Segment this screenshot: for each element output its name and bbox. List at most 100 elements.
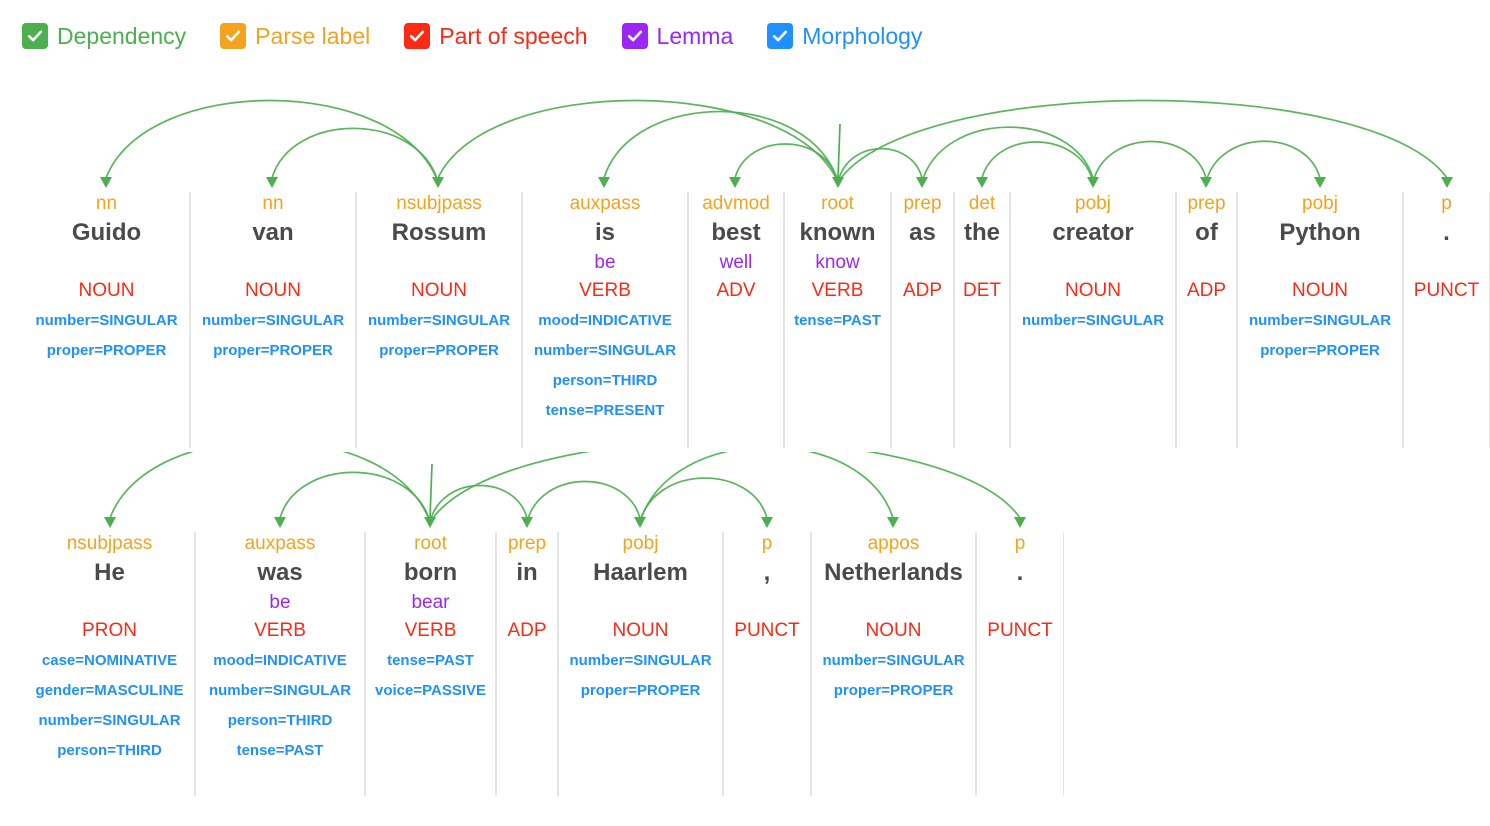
parse-label: prep [903, 193, 942, 214]
morphology-feature: gender=MASCULINE [35, 682, 184, 699]
part-of-speech: PUNCT [987, 620, 1053, 641]
parse-label: auxpass [244, 533, 316, 554]
token-lemma: bear [411, 592, 450, 613]
checkbox-checked-icon[interactable] [621, 23, 648, 49]
token-word: Guido [71, 219, 142, 246]
legend-item-lemma[interactable]: Lemma [621, 23, 733, 49]
part-of-speech: VERB [811, 280, 864, 301]
part-of-speech: NOUN [411, 280, 467, 301]
legend-item-dependency[interactable]: Dependency [22, 23, 186, 49]
token-word: Python [1279, 219, 1361, 246]
parse-label: root [821, 193, 854, 214]
token-column[interactable]: p. PUNCT [1403, 192, 1490, 448]
part-of-speech: ADV [716, 280, 756, 301]
morphology-feature: number=SINGULAR [533, 342, 677, 359]
part-of-speech: NOUN [245, 280, 301, 301]
morphology-feature: person=THIRD [227, 712, 333, 729]
legend-label: Parse label [255, 23, 371, 49]
token-word: born [403, 559, 458, 586]
token-word: in [516, 559, 538, 586]
parse-label: nsubjpass [396, 193, 482, 214]
morphology-feature: number=SINGULAR [1248, 312, 1392, 329]
legend-item-morphology[interactable]: Morphology [767, 23, 922, 49]
part-of-speech: VERB [254, 620, 306, 641]
legend-item-parse-label[interactable]: Parse label [220, 23, 370, 49]
checkbox-checked-icon[interactable] [767, 23, 794, 49]
part-of-speech: NOUN [1065, 280, 1121, 301]
part-of-speech: VERB [579, 280, 631, 301]
parse-label: pobj [622, 533, 659, 554]
checkbox-checked-icon[interactable] [22, 23, 48, 49]
token-column[interactable]: prep as ADP [891, 192, 954, 448]
legend-label: Dependency [57, 23, 187, 49]
parse-label: pobj [1302, 193, 1338, 214]
morphology-feature: proper=PROPER [1260, 342, 1380, 359]
parse-label: nn [262, 193, 284, 214]
morphology-feature: number=SINGULAR [208, 682, 352, 699]
token-word: . [1016, 559, 1024, 586]
morphology-feature: number=SINGULAR [1021, 312, 1165, 329]
token-column[interactable]: prep in ADP [496, 532, 558, 796]
token-column[interactable]: p. PUNCT [976, 532, 1064, 796]
parse-label: det [968, 193, 996, 214]
part-of-speech: PUNCT [1413, 280, 1480, 301]
morphology-feature: tense=PAST [387, 652, 474, 669]
token-word: He [94, 559, 125, 586]
morphology-feature: case=NOMINATIVE [41, 652, 178, 669]
parse-label: appos [867, 533, 920, 554]
token-word: as [909, 219, 936, 246]
parse-label: p [761, 533, 773, 554]
parse-label: prep [1187, 193, 1226, 214]
part-of-speech: VERB [404, 620, 457, 641]
part-of-speech: PRON [82, 620, 137, 641]
part-of-speech: NOUN [865, 620, 922, 641]
token-word: van [252, 219, 294, 246]
checkbox-checked-icon[interactable] [404, 23, 431, 49]
token-word: Haarlem [593, 559, 688, 586]
parse-label: p [1441, 193, 1452, 214]
legend-bar: Dependency Parse label Part of speech Lemma… [0, 0, 1490, 72]
token-word: Netherlands [824, 559, 963, 586]
morphology-feature: mood=INDICATIVE [213, 652, 347, 669]
token-word: best [711, 219, 761, 246]
morphology-feature: proper=PROPER [46, 342, 167, 359]
parse-label: nn [95, 193, 118, 214]
morphology-feature: voice=PASSIVE [374, 682, 487, 699]
token-word: was [257, 559, 303, 586]
morphology-feature: proper=PROPER [213, 342, 333, 359]
parse-label: prep [507, 533, 547, 554]
token-column[interactable]: p, PUNCT [723, 532, 811, 796]
token-lemma: be [594, 252, 616, 273]
part-of-speech: ADP [507, 620, 547, 641]
checkbox-checked-icon[interactable] [220, 23, 247, 49]
morphology-feature: mood=INDICATIVE [538, 312, 672, 329]
morphology-feature: tense=PAST [236, 742, 324, 759]
part-of-speech: ADP [902, 280, 943, 301]
morphology-feature: number=SINGULAR [367, 312, 511, 329]
token-lemma: be [269, 592, 291, 613]
part-of-speech: PUNCT [734, 620, 800, 641]
legend-item-part-of-speech[interactable]: Part of speech [404, 23, 588, 49]
morphology-feature: tense=PRESENT [545, 402, 665, 419]
token-word: . [1443, 219, 1450, 246]
morphology-feature: proper=PROPER [833, 682, 954, 699]
morphology-feature: tense=PAST [794, 312, 881, 329]
morphology-feature: number=SINGULAR [35, 312, 178, 329]
